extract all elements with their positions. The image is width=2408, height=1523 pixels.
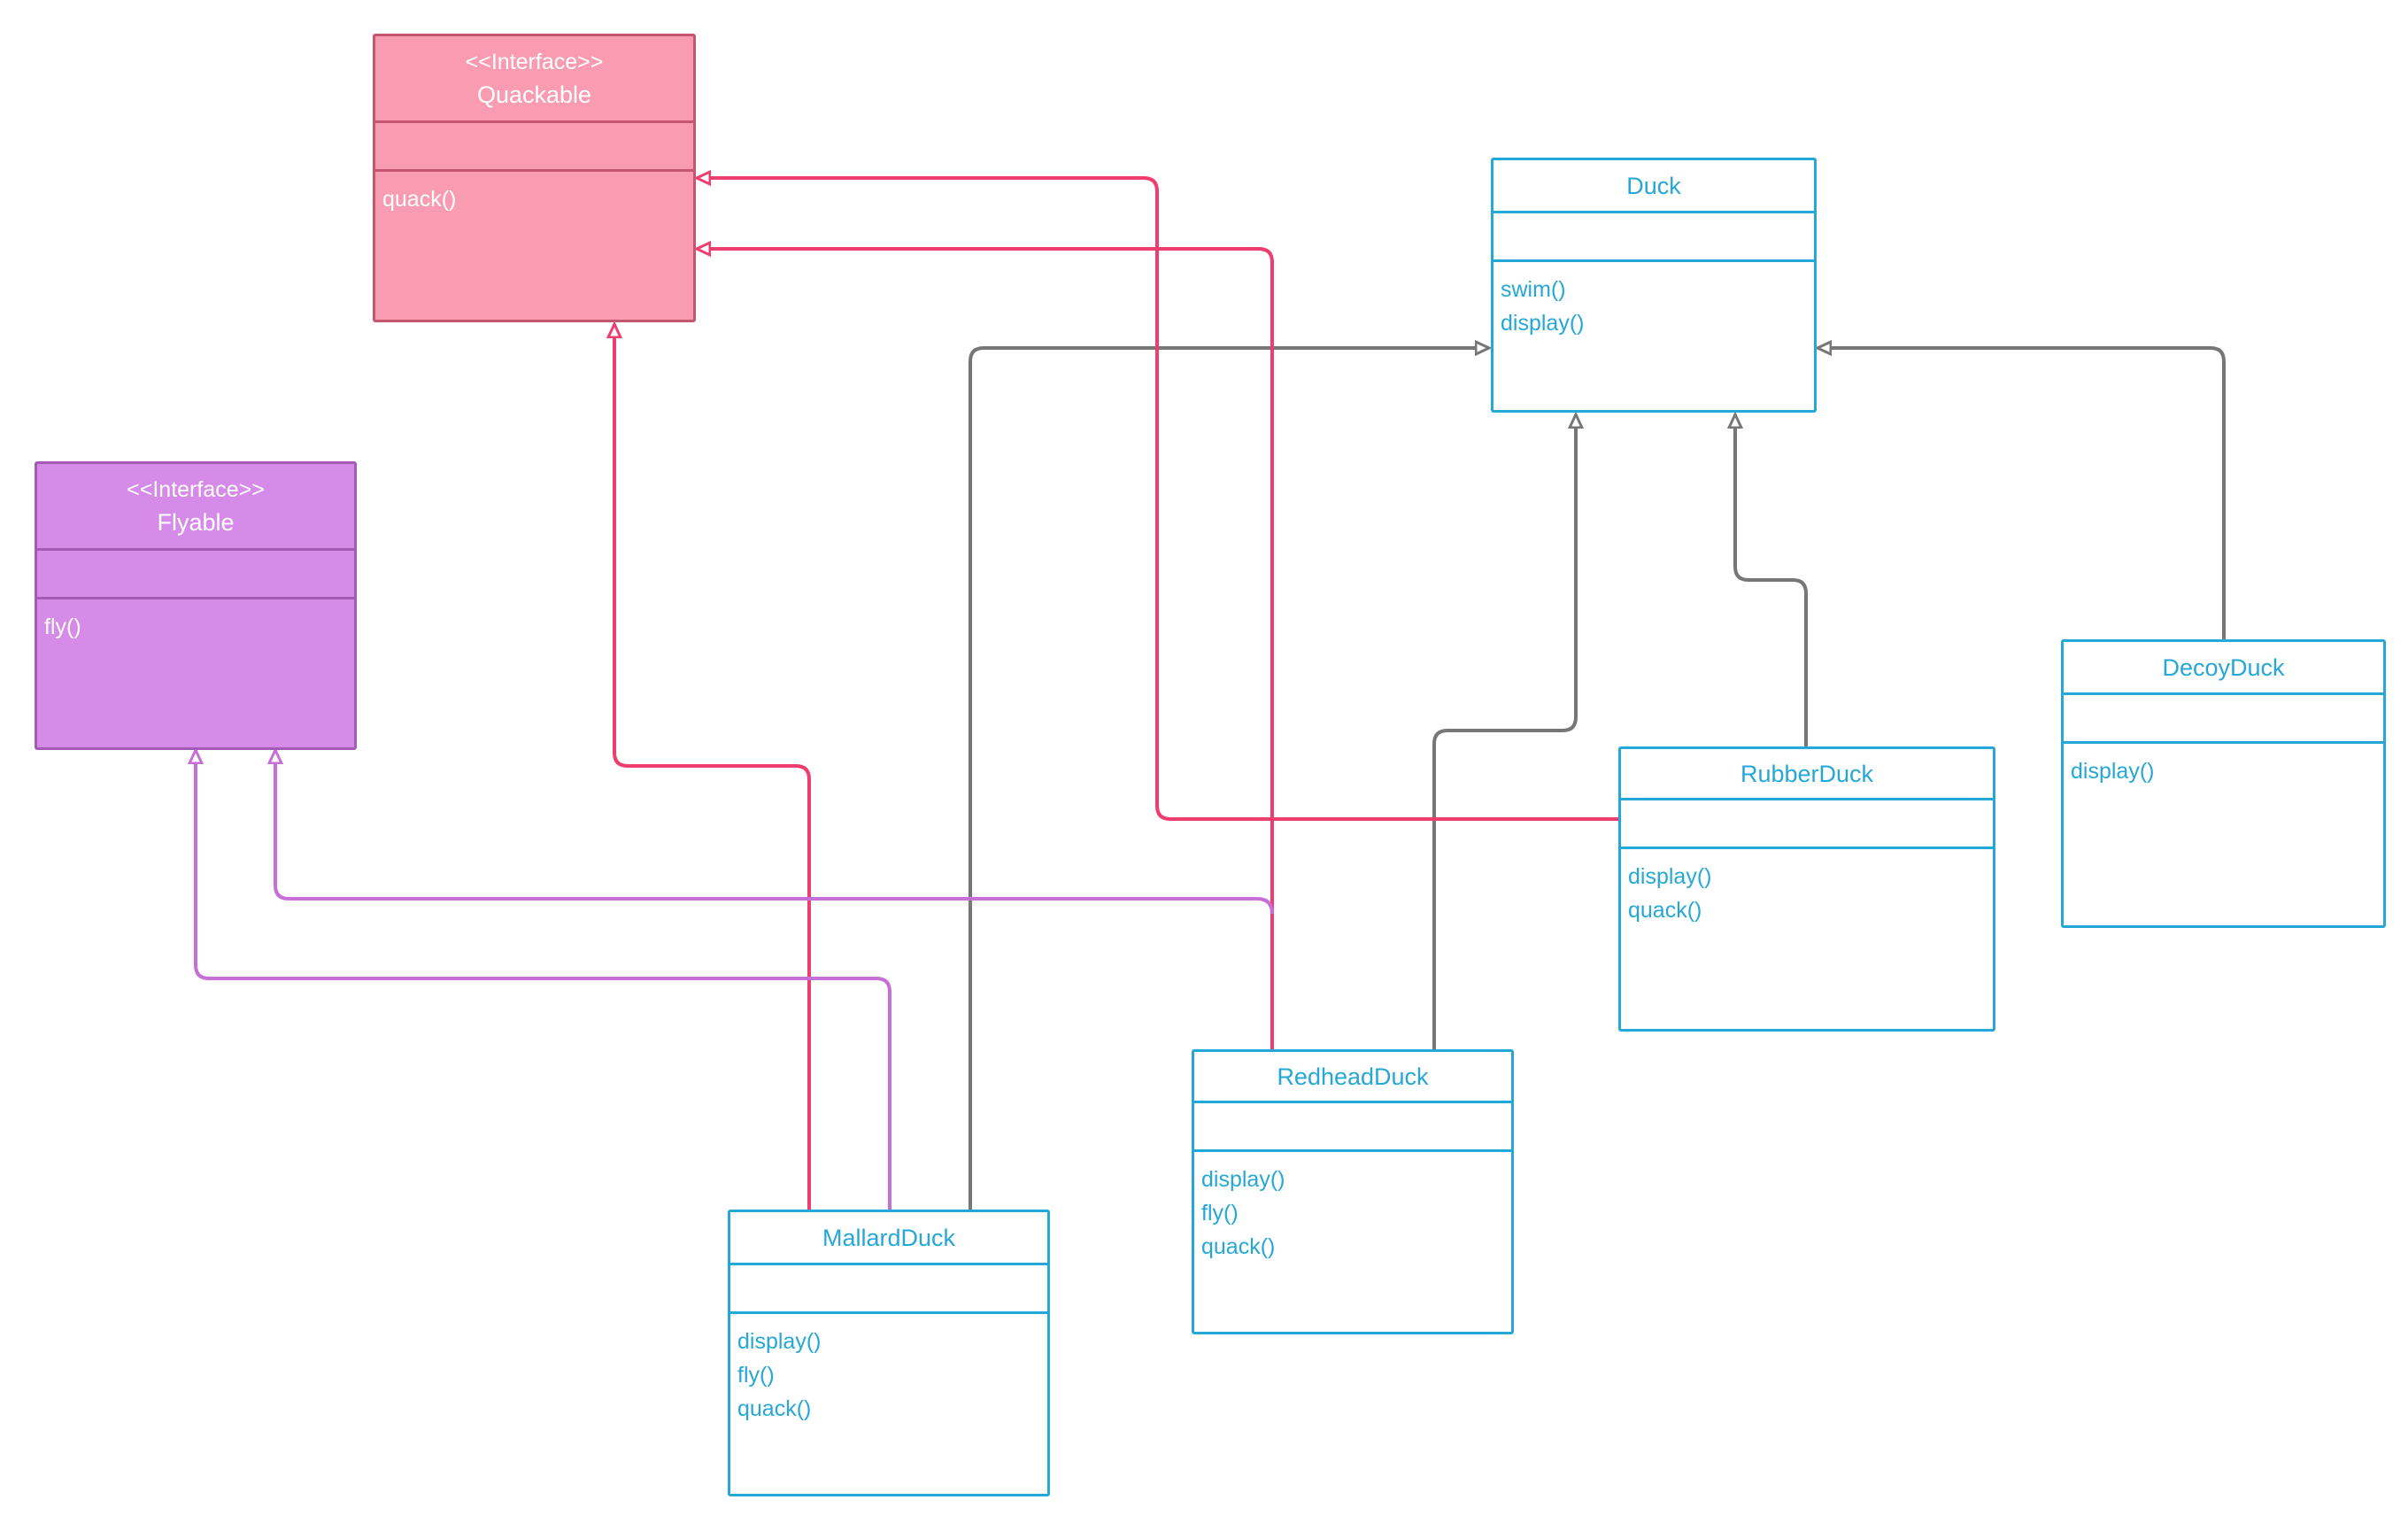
rubberduck-name: RubberDuck [1740, 760, 1874, 787]
duck-class-box[interactable]: Duck swim() display() [1491, 158, 1817, 413]
edge-rubber-to-quackable [697, 178, 1620, 821]
rubberduck-attributes [1621, 800, 1993, 849]
mallardduck-header: MallardDuck [730, 1212, 1047, 1265]
edge-decoy-to-duck [1818, 348, 2226, 640]
decoyduck-class-box[interactable]: DecoyDuck display() [2061, 639, 2386, 928]
operation: quack() [1201, 1234, 1276, 1259]
decoyduck-header: DecoyDuck [2064, 642, 2383, 695]
rubberduck-header: RubberDuck [1621, 749, 1993, 800]
duck-header: Duck [1493, 160, 1814, 213]
edge-redhead-to-flyable [275, 750, 1274, 915]
quackable-operations: quack() [375, 172, 693, 216]
flyable-name: Flyable [157, 508, 235, 536]
operation: quack() [382, 187, 457, 212]
flyable-interface-box[interactable]: <<Interface>> Flyable fly() [35, 461, 357, 750]
flyable-stereotype: <<Interface>> [127, 476, 265, 502]
edge-redhead-to-quackable [697, 249, 1274, 1051]
redheadduck-header: RedheadDuck [1194, 1052, 1511, 1103]
flyable-operations: fly() [37, 599, 354, 644]
operation: display() [1628, 864, 1712, 889]
operation: display() [1501, 311, 1585, 336]
edge-mallard-to-quackable [614, 324, 811, 1211]
edge-mallard-to-flyable [196, 750, 891, 1211]
operation: swim() [1501, 277, 1566, 302]
redheadduck-name: RedheadDuck [1277, 1063, 1429, 1090]
mallardduck-attributes [730, 1265, 1047, 1314]
operation: fly() [1201, 1201, 1239, 1225]
duck-name: Duck [1626, 172, 1681, 199]
flyable-header: <<Interface>> Flyable [37, 464, 354, 551]
decoyduck-name: DecoyDuck [2162, 653, 2285, 681]
mallardduck-name: MallardDuck [822, 1224, 956, 1251]
operation: fly() [44, 615, 81, 639]
decoyduck-attributes [2064, 695, 2383, 744]
redheadduck-attributes [1194, 1103, 1511, 1152]
redheadduck-class-box[interactable]: RedheadDuck display() fly() quack() [1192, 1049, 1514, 1334]
quackable-stereotype: <<Interface>> [465, 49, 604, 74]
operation: quack() [737, 1396, 812, 1421]
edge-rubber-to-duck [1735, 414, 1808, 748]
quackable-interface-box[interactable]: <<Interface>> Quackable quack() [373, 34, 696, 322]
duck-attributes [1493, 213, 1814, 262]
redheadduck-operations: display() fly() quack() [1194, 1152, 1511, 1264]
operation: display() [1201, 1167, 1285, 1192]
quackable-header: <<Interface>> Quackable [375, 36, 693, 123]
mallardduck-operations: display() fly() quack() [730, 1314, 1047, 1426]
operation: display() [737, 1329, 822, 1354]
decoyduck-operations: display() [2064, 744, 2383, 788]
quackable-attributes [375, 123, 693, 172]
operation: display() [2071, 759, 2155, 784]
operation: fly() [737, 1363, 775, 1388]
rubberduck-operations: display() quack() [1621, 849, 1993, 927]
rubberduck-class-box[interactable]: RubberDuck display() quack() [1618, 746, 1995, 1032]
mallardduck-class-box[interactable]: MallardDuck display() fly() quack() [728, 1210, 1050, 1496]
duck-operations: swim() display() [1493, 262, 1814, 340]
flyable-attributes [37, 551, 354, 599]
edge-redhead-to-duck [1432, 414, 1576, 1051]
edge-mallard-to-duck [969, 348, 1489, 1211]
quackable-name: Quackable [476, 81, 592, 108]
operation: quack() [1628, 898, 1702, 923]
